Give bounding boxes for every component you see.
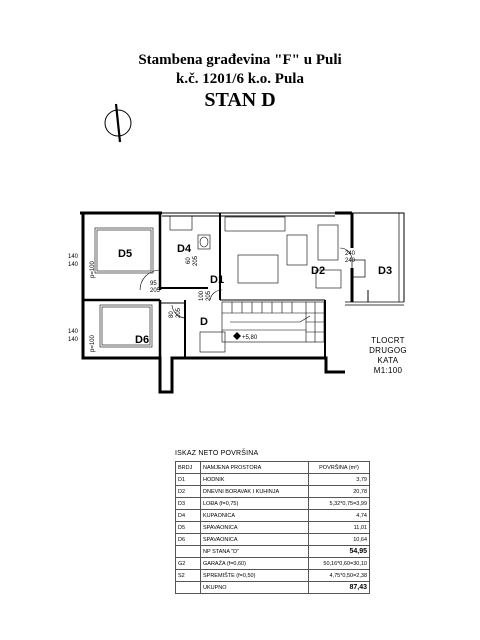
room-label-d5: D5 (118, 248, 132, 260)
dim-hall-door-b: 205 (206, 290, 212, 301)
header-id: BRDJ (175, 461, 201, 474)
cell-name: HODNIK (200, 473, 309, 486)
north-arrow-icon (104, 103, 132, 143)
table-header-row: BRDJ NAMJENA PROSTORA POVRŠINA (m²) (175, 461, 370, 474)
cell-name: LOĐA (f=0,75) (200, 497, 309, 510)
cell-id (175, 545, 201, 558)
cell-name: UKUPNO (200, 581, 309, 594)
cell-area: 3,79 (308, 473, 370, 486)
door-swings (139, 247, 353, 319)
cell-area: 50,16*0,60=30,10 (308, 557, 370, 570)
dim-d5-door-a: 95 (150, 281, 157, 287)
dim-d2-door-a: 240 (345, 251, 356, 257)
dim-left-lower-a: 140 (68, 329, 79, 335)
table-row: D5 SPAVAONICA 11,01 (175, 521, 370, 534)
staircase (221, 301, 325, 343)
dim-left-upper-b: 140 (68, 262, 79, 268)
cell-area: 11,01 (308, 521, 370, 534)
cell-name: NP STANA "D" (200, 545, 309, 558)
dim-d5-door-b: 205 (150, 288, 161, 294)
cell-area: 10,64 (308, 533, 370, 546)
cell-area: 5,32*0,75=3,99 (308, 497, 370, 510)
table-row: G2 GARAŽA (f=0,60) 50,16*0,60=30,10 (175, 557, 370, 570)
level-label: +5,80 (242, 335, 258, 341)
header-name: NAMJENA PROSTORA (200, 461, 309, 474)
cell-area: 20,78 (308, 485, 370, 498)
cell-area: 87,43 (308, 581, 370, 594)
area-table-title: ISKAZ NETO POVRŠINA (175, 450, 259, 457)
floor-plan: D5 D4 D1 D2 D3 D D6 140 140 p=100 140 14… (68, 103, 405, 394)
apartment-title: STAN D (204, 89, 276, 111)
room-label-d3: D3 (378, 265, 392, 277)
room-label-d1: D1 (210, 274, 224, 286)
cell-id: D2 (175, 485, 201, 498)
cell-id: D4 (175, 509, 201, 522)
dim-d4-door-a: 60 (186, 257, 192, 264)
cell-id: D5 (175, 521, 201, 534)
dim-left-lower-p: p=100 (90, 334, 96, 352)
building-title: Stambena građevina "F" u Puli (138, 52, 342, 68)
table-row: S2 SPREMIŠTE (f=0,50) 4,75*0,50=2,38 (175, 569, 370, 582)
cell-id: D6 (175, 533, 201, 546)
outer-walls (80, 211, 405, 394)
plan-note-line: M1:100 (373, 366, 403, 375)
plan-note-line: TLOCRT (371, 336, 405, 345)
cell-id: D1 (175, 473, 201, 486)
cell-name: SPAVAONICA (200, 533, 309, 546)
cell-area: 54,95 (308, 545, 370, 558)
table-row: D4 KUPAONICA 4,74 (175, 509, 370, 522)
cell-area: 4,75*0,50=2,38 (308, 569, 370, 582)
cell-name: DNEVNI BORAVAK I KUHINJA (200, 485, 309, 498)
area-table: BRDJ NAMJENA PROSTORA POVRŠINA (m²) D1 H… (175, 461, 370, 594)
room-label-d4: D4 (177, 243, 192, 255)
cell-name: SPREMIŠTE (f=0,50) (200, 569, 309, 582)
table-row: D1 HODNIK 3,79 (175, 473, 370, 486)
header-area: POVRŠINA (m²) (308, 461, 370, 474)
area-table-section: ISKAZ NETO POVRŠINA BRDJ NAMJENA PROSTOR… (175, 450, 370, 594)
cell-area: 4,74 (308, 509, 370, 522)
cell-id (175, 581, 201, 594)
table-row: D2 DNEVNI BORAVAK I KUHINJA 20,78 (175, 485, 370, 498)
dim-left-lower-b: 140 (68, 337, 79, 343)
inner-walls (83, 213, 326, 358)
plan-note-line: KATA (377, 356, 399, 365)
cell-name: SPAVAONICA (200, 521, 309, 534)
dim-d2-door-b: 240 (345, 258, 356, 264)
cell-id: G2 (175, 557, 201, 570)
cell-id: S2 (175, 569, 201, 582)
table-row: D6 SPAVAONICA 10,64 (175, 533, 370, 546)
plan-note-line: DRUGOG (369, 346, 407, 355)
parcel-title: k.č. 1201/6 k.o. Pula (176, 71, 304, 87)
total-row: UKUPNO 87,43 (175, 581, 370, 594)
table-row: D3 LOĐA (f=0,75) 5,32*0,75=3,99 (175, 497, 370, 510)
dim-d6-door-b: 205 (176, 307, 182, 318)
dim-d6-door-a: 80 (169, 311, 175, 318)
dim-d4-door-b: 205 (193, 255, 199, 266)
cell-name: KUPAONICA (200, 509, 309, 522)
cell-name: GARAŽA (f=0,60) (200, 557, 309, 570)
subtotal-row: NP STANA "D" 54,95 (175, 545, 370, 558)
room-label-d2: D2 (311, 265, 325, 277)
room-label-d: D (200, 316, 208, 328)
cell-id: D3 (175, 497, 201, 510)
level-marker: +5,80 (233, 332, 258, 341)
room-label-d6: D6 (135, 334, 149, 346)
dim-left-upper-a: 140 (68, 254, 79, 260)
plan-note: TLOCRT DRUGOG KATA M1:100 (360, 336, 416, 376)
furniture (94, 215, 342, 353)
dim-hall-door-a: 100 (199, 290, 205, 301)
dim-left-upper-p: p=100 (90, 260, 96, 278)
